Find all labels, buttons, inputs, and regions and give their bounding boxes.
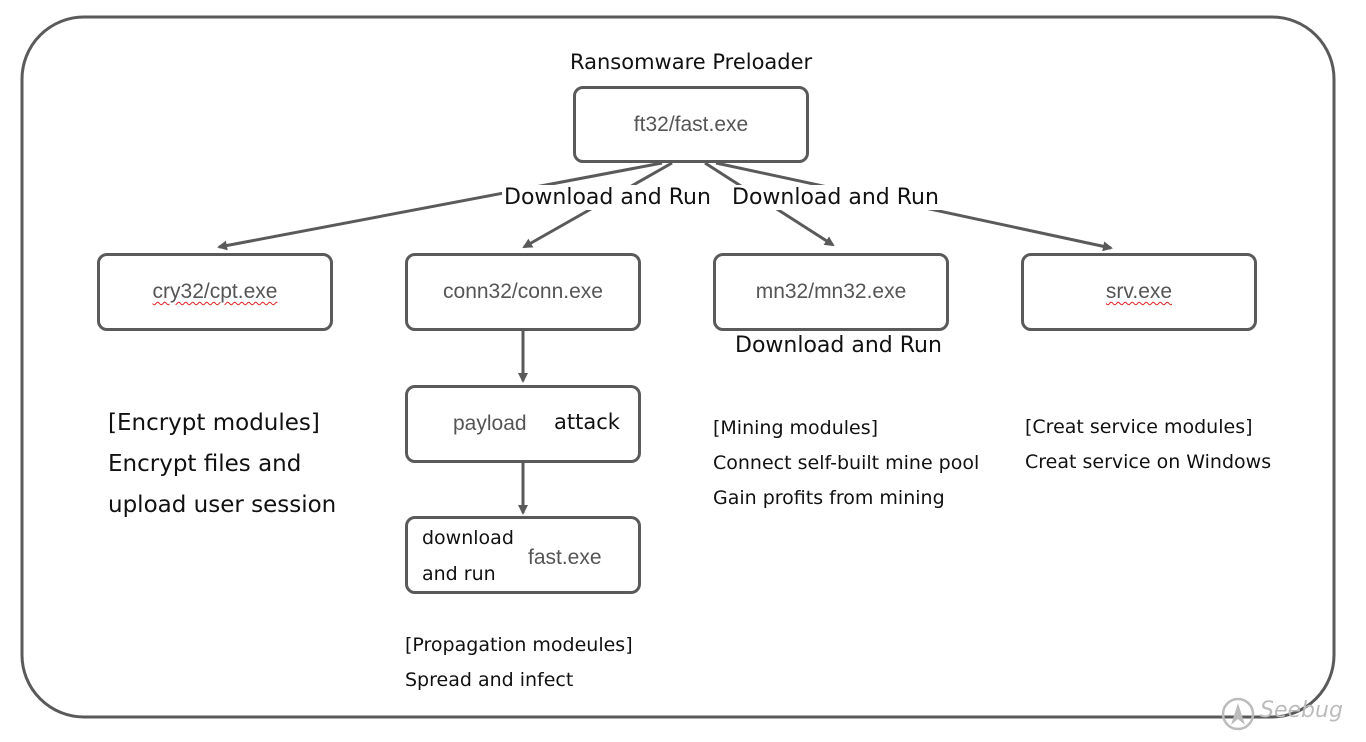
- node-download-file: fast.exe: [528, 546, 602, 569]
- encrypt-module-line1: Encrypt files and: [108, 451, 302, 477]
- node-mining-label: mn32/mn32.exe: [755, 280, 907, 303]
- node-download-line1: download: [422, 527, 514, 549]
- node-conn: conn32/conn.exe: [405, 253, 641, 331]
- node-service-label: srv.exe: [1024, 280, 1254, 304]
- node-encrypt-label: cry32/cpt.exe: [100, 280, 330, 304]
- node-service-text: srv.exe: [1105, 280, 1173, 303]
- encrypt-module-line2: upload user session: [108, 492, 337, 518]
- edge-label-right: Download and Run: [730, 185, 941, 210]
- mining-module-line2: Gain profits from mining: [713, 487, 945, 509]
- node-download-line2: and run: [422, 563, 496, 585]
- node-conn-label: conn32/conn.exe: [443, 280, 603, 303]
- node-encrypt: cry32/cpt.exe: [97, 253, 333, 331]
- node-mining: mn32/mn32.exe: [713, 253, 949, 331]
- mining-module-description: [Mining modules] Connect self-built mine…: [713, 411, 979, 516]
- seebug-logo-icon: [1221, 697, 1255, 731]
- mining-module-heading: [Mining modules]: [713, 417, 879, 439]
- seebug-watermark-text: Seebug: [1260, 698, 1343, 723]
- propagation-module-heading: [Propagation modeules]: [405, 634, 633, 656]
- node-payload-suffix: attack: [554, 410, 620, 434]
- seebug-watermark: Seebug: [1220, 696, 1348, 732]
- encrypt-module-description: [Encrypt modules] Encrypt files and uplo…: [108, 403, 336, 526]
- encrypt-module-heading: [Encrypt modules]: [108, 410, 320, 436]
- node-encrypt-text: cry32/cpt.exe: [152, 280, 278, 303]
- node-service: srv.exe: [1021, 253, 1257, 331]
- propagation-module-description: [Propagation modeules] Spread and infect: [405, 628, 633, 698]
- node-root: ft32/fast.exe: [573, 86, 809, 163]
- edge-label-mining-below: Download and Run: [733, 333, 944, 358]
- edge-label-left: Download and Run: [502, 185, 713, 210]
- node-payload: payload attack: [405, 385, 641, 463]
- edge-root-to-encrypt: [217, 161, 663, 251]
- diagram-title: Ransomware Preloader: [570, 50, 813, 74]
- service-module-description: [Creat service modules] Creat service on…: [1025, 410, 1271, 480]
- node-payload-prefix: payload: [453, 412, 527, 435]
- node-root-label: ft32/fast.exe: [633, 112, 749, 136]
- propagation-module-line1: Spread and infect: [405, 669, 574, 691]
- node-download: download and run fast.exe: [405, 516, 641, 594]
- mining-module-line1: Connect self-built mine pool: [713, 452, 980, 474]
- service-module-line1: Creat service on Windows: [1025, 451, 1272, 473]
- outer-frame: [20, 15, 1336, 719]
- service-module-heading: [Creat service modules]: [1025, 416, 1253, 438]
